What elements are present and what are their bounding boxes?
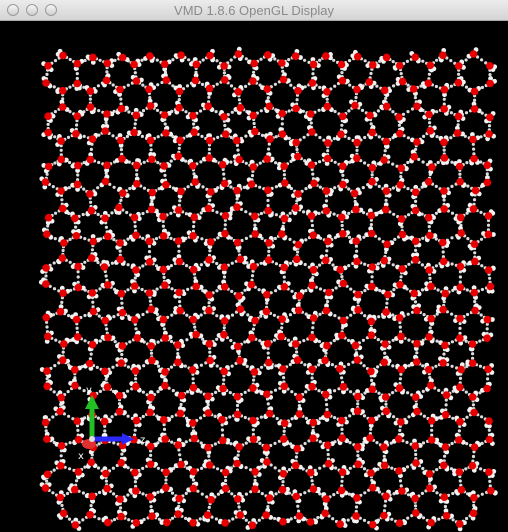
- axes-indicator: y z x: [78, 385, 145, 462]
- minimize-button[interactable]: [26, 4, 38, 16]
- y-axis-label: y: [86, 385, 92, 396]
- z-axis-arrowhead: [122, 433, 134, 445]
- axes-origin: [89, 436, 95, 442]
- zoom-button[interactable]: [45, 4, 57, 16]
- atoms: [38, 46, 498, 532]
- window-title: VMD 1.8.6 OpenGL Display: [174, 3, 334, 18]
- z-axis-label: z: [140, 435, 145, 446]
- y-axis-arrowhead: [85, 395, 99, 409]
- close-button[interactable]: [7, 4, 19, 16]
- x-axis-label: x: [78, 451, 84, 462]
- molecule-view[interactable]: y z x: [0, 21, 508, 532]
- title-bar[interactable]: VMD 1.8.6 OpenGL Display: [0, 0, 508, 21]
- opengl-display[interactable]: y z x: [0, 21, 508, 532]
